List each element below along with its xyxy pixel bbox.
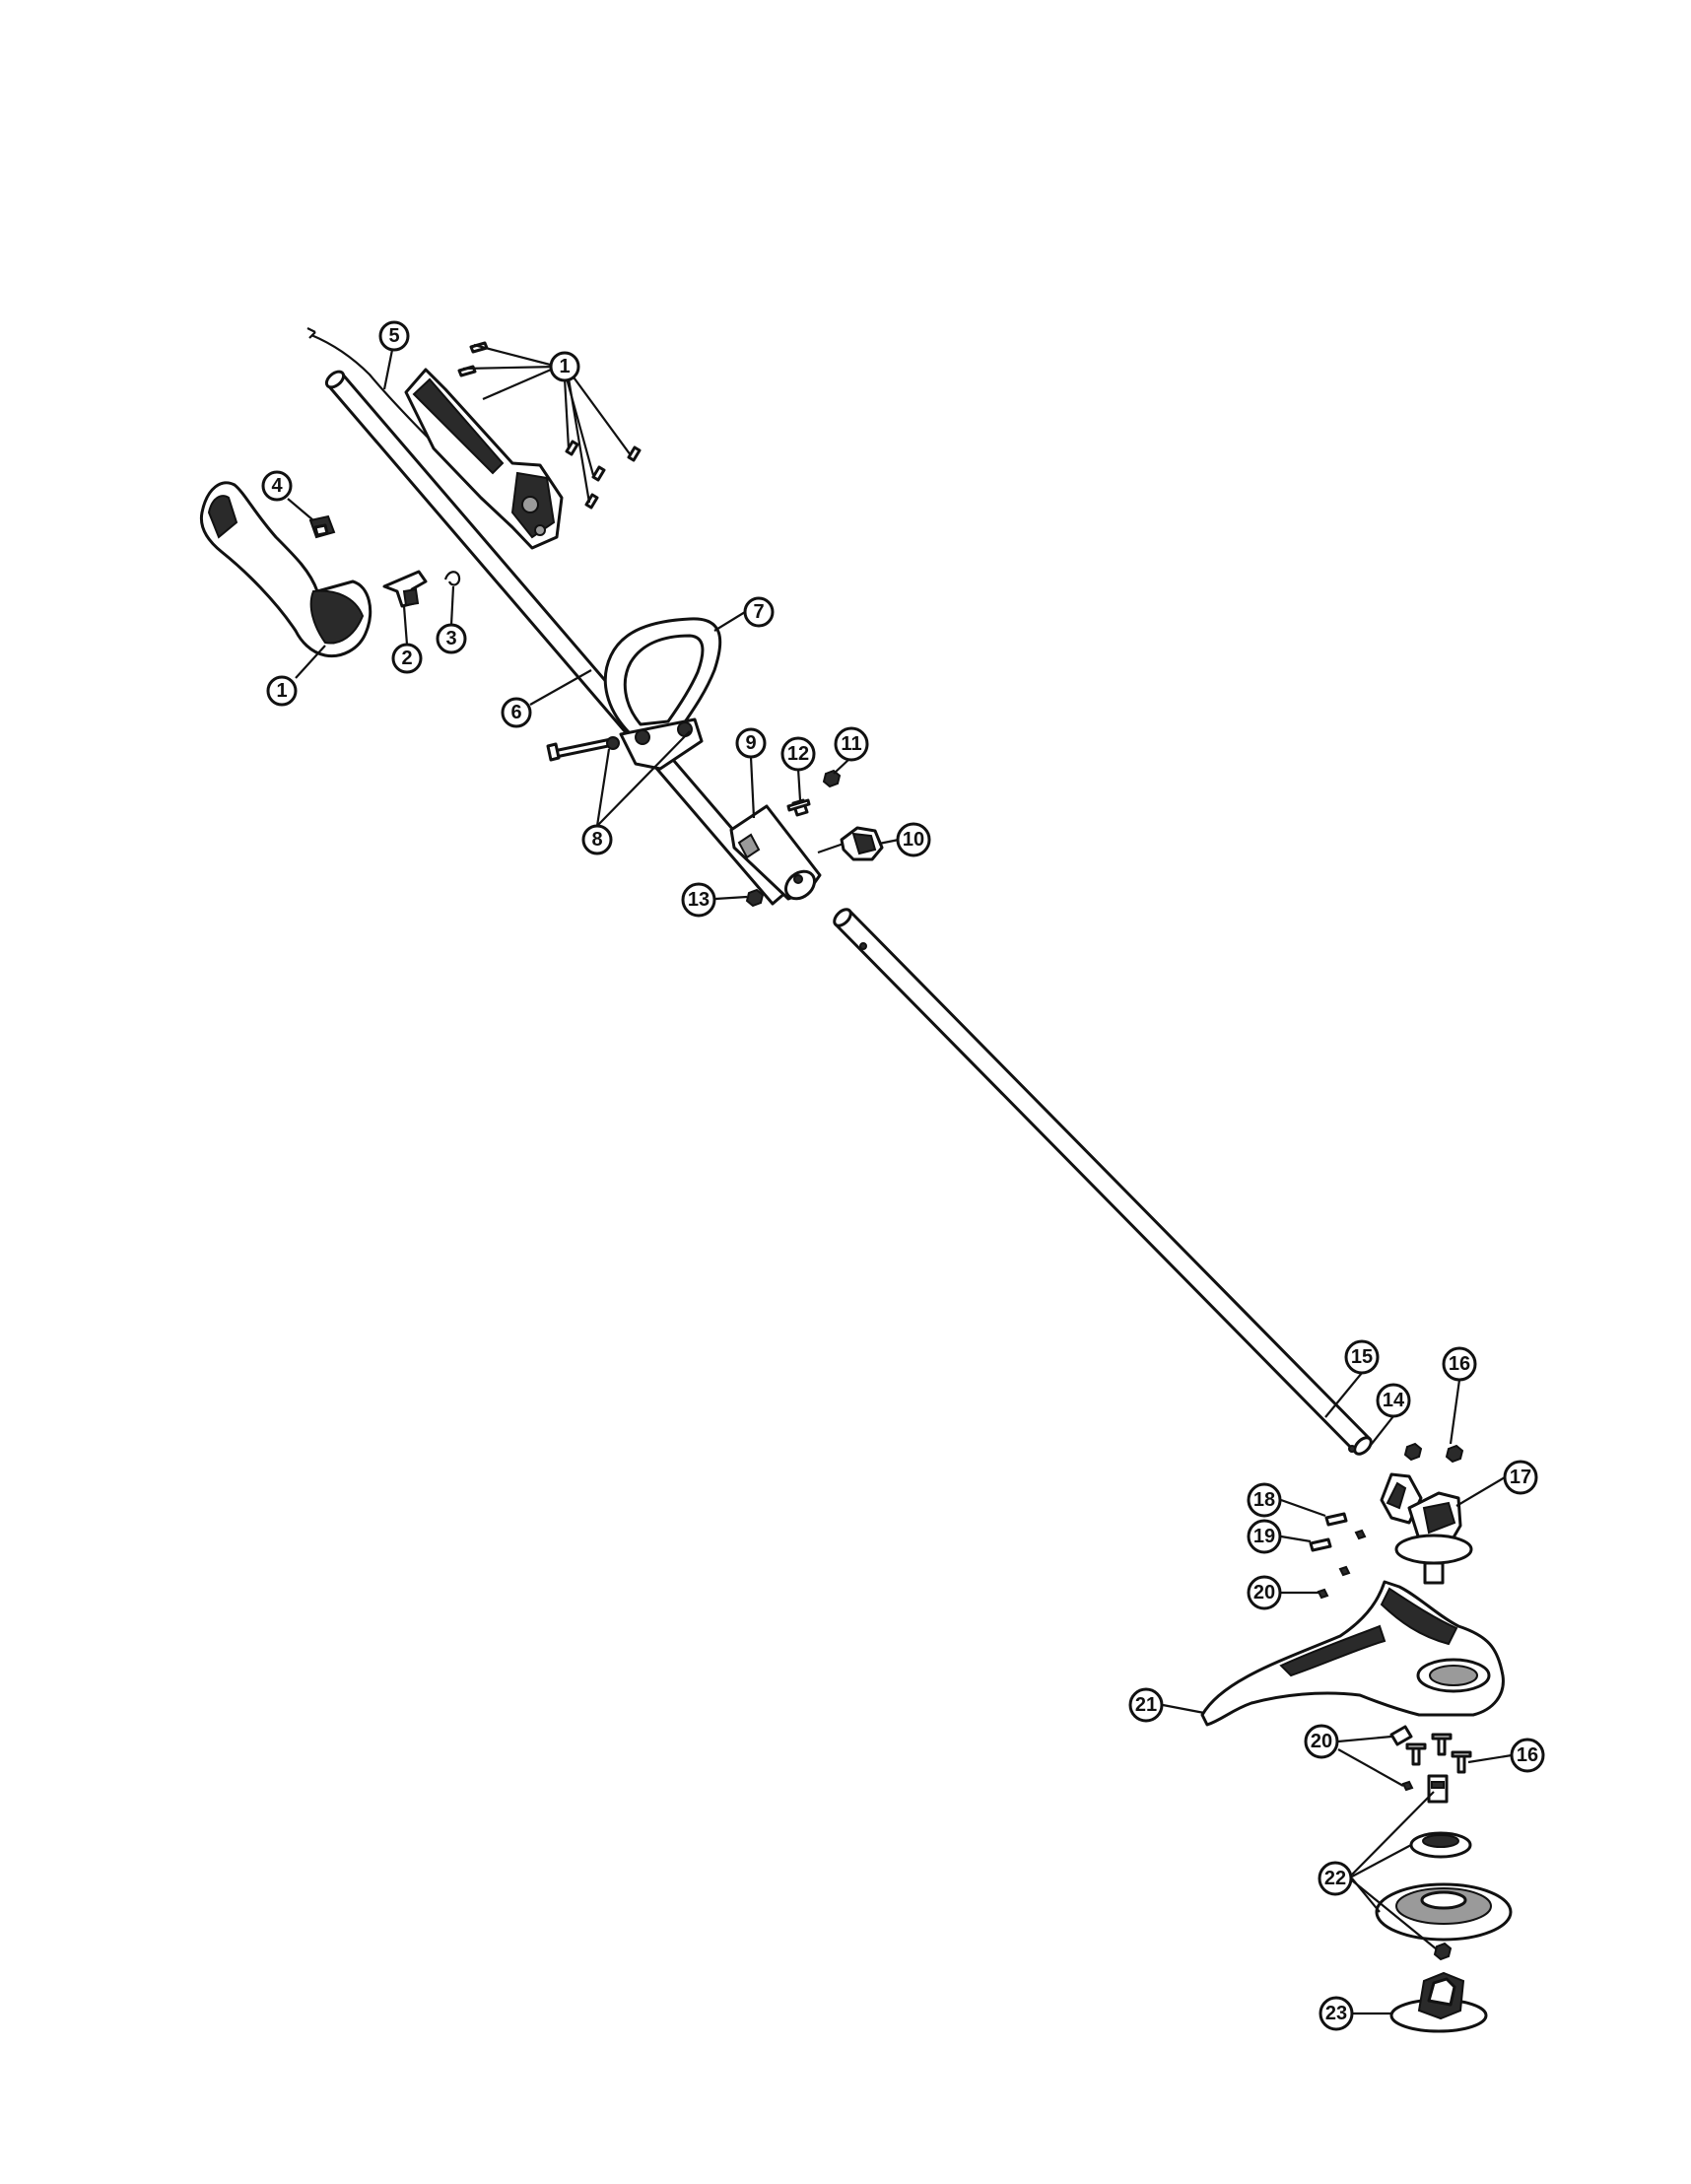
- callout-2: 2: [391, 643, 423, 674]
- spool-assembly-22: [1375, 1831, 1513, 1961]
- svg-text:16: 16: [1517, 1744, 1538, 1766]
- callout-4: 4: [261, 470, 293, 502]
- callout-7: 7: [743, 596, 775, 628]
- svg-text:8: 8: [591, 829, 602, 851]
- bolts-16-bottom: [1405, 1733, 1472, 1774]
- assist-handle: [603, 617, 722, 771]
- svg-text:10: 10: [903, 829, 924, 851]
- svg-text:1: 1: [559, 356, 570, 377]
- svg-text:22: 22: [1324, 1868, 1346, 1889]
- callout-8: 8: [581, 824, 613, 855]
- pin-part: [786, 798, 811, 817]
- svg-text:13: 13: [688, 889, 710, 911]
- nuts-16-top: [1403, 1442, 1464, 1464]
- bolt-part: [546, 736, 620, 762]
- leader-lines: [287, 343, 1513, 2015]
- svg-text:7: 7: [753, 601, 764, 623]
- callout-18: 18: [1247, 1482, 1282, 1518]
- spacer-22: [1427, 1774, 1449, 1804]
- svg-text:19: 19: [1253, 1526, 1275, 1547]
- callout-3: 3: [436, 623, 467, 654]
- callout-10: 10: [896, 822, 931, 857]
- svg-text:21: 21: [1135, 1694, 1157, 1716]
- callout-16-bottom: 16: [1510, 1738, 1545, 1773]
- rear-grip: [199, 481, 372, 658]
- trigger-part: [382, 570, 428, 608]
- svg-text:4: 4: [271, 475, 283, 497]
- housing-screws: [457, 341, 642, 510]
- svg-text:23: 23: [1325, 2003, 1347, 2024]
- blade-plate: [1389, 1725, 1413, 1746]
- callout-17: 17: [1503, 1460, 1538, 1495]
- guard-part: [1200, 1580, 1505, 1727]
- callout-23: 23: [1319, 1996, 1354, 2031]
- callout-20-bottom: 20: [1304, 1724, 1339, 1759]
- svg-text:2: 2: [401, 648, 412, 669]
- svg-text:16: 16: [1449, 1353, 1470, 1375]
- callout-1-bottom: 1: [266, 675, 298, 707]
- callout-1-top: 1: [549, 351, 580, 382]
- svg-text:15: 15: [1351, 1346, 1373, 1368]
- callout-6: 6: [501, 697, 532, 728]
- bump-knob-23: [1389, 1971, 1488, 2033]
- clip-part: [308, 514, 336, 539]
- svg-text:12: 12: [787, 743, 809, 765]
- callout-14: 14: [1376, 1383, 1411, 1418]
- svg-text:20: 20: [1253, 1582, 1275, 1604]
- svg-text:17: 17: [1510, 1467, 1531, 1488]
- knob-part: [817, 826, 884, 861]
- callout-19: 19: [1247, 1519, 1282, 1554]
- gearbox-head: [1380, 1472, 1473, 1585]
- callout-16-top: 16: [1442, 1346, 1477, 1382]
- callout-20-top: 20: [1247, 1575, 1282, 1610]
- svg-text:6: 6: [510, 702, 521, 723]
- washer-20-bottom: [1401, 1780, 1414, 1792]
- svg-text:9: 9: [745, 732, 756, 754]
- upper-shaft: [306, 327, 788, 906]
- callout-12: 12: [780, 736, 816, 772]
- coupler: [729, 804, 822, 901]
- nut-part-13: [745, 888, 765, 908]
- nut-part-11: [822, 769, 842, 788]
- callout-13: 13: [681, 882, 716, 918]
- callout-9: 9: [735, 727, 767, 759]
- svg-text:14: 14: [1383, 1390, 1405, 1411]
- callout-5: 5: [378, 320, 410, 352]
- svg-text:3: 3: [445, 628, 456, 649]
- callout-15: 15: [1344, 1339, 1380, 1375]
- svg-text:11: 11: [841, 733, 861, 755]
- lower-shaft: [833, 908, 1373, 1456]
- callout-11: 11: [834, 726, 869, 762]
- svg-text:1: 1: [276, 680, 287, 702]
- callout-21: 21: [1128, 1687, 1164, 1723]
- callout-22: 22: [1318, 1861, 1353, 1896]
- svg-text:20: 20: [1311, 1731, 1332, 1752]
- svg-text:5: 5: [388, 325, 399, 347]
- small-screws: [1309, 1512, 1367, 1600]
- svg-text:18: 18: [1253, 1489, 1275, 1511]
- spring-part: [443, 571, 461, 586]
- throttle-housing-right: [404, 368, 564, 550]
